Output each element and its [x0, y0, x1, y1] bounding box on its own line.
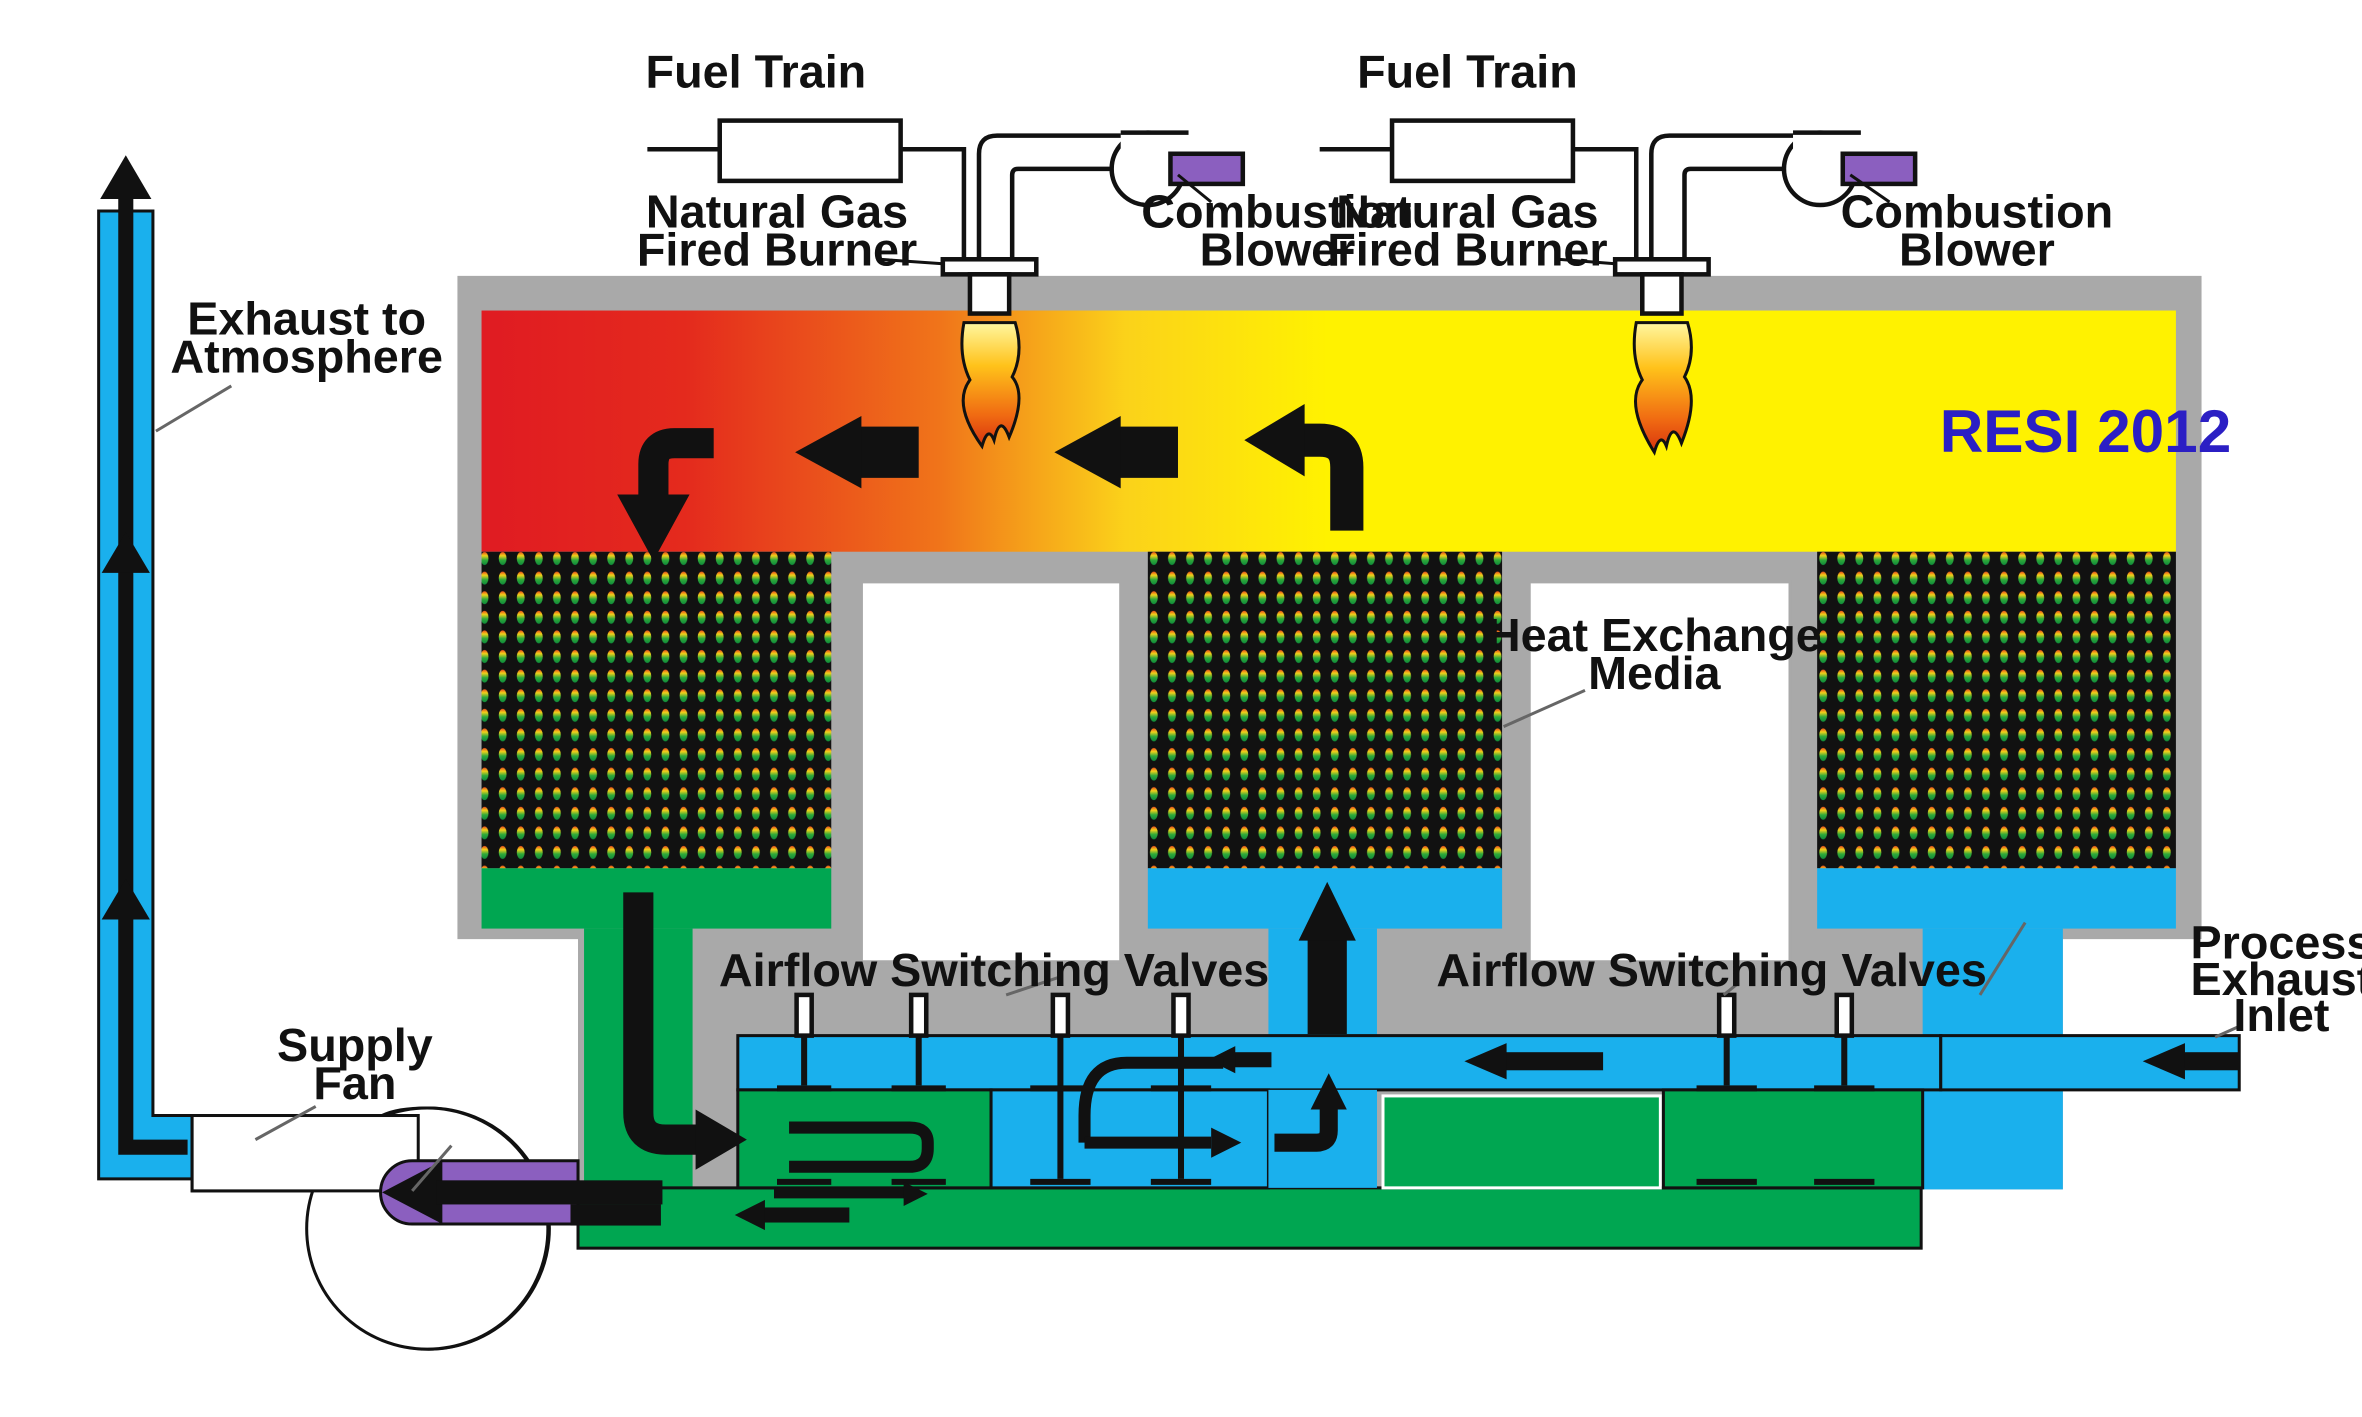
- valves-right-label: Airflow Switching Valves: [1436, 944, 1986, 996]
- burner-right-label-line1: Natural Gas: [1336, 186, 1598, 238]
- exhaust-label-line2: Atmosphere: [170, 330, 443, 382]
- leader-lines: [155, 384, 2243, 1192]
- valve-stem: [908, 992, 929, 1038]
- burner-assembly-right: [1319, 118, 1918, 456]
- flow-arrows: [570, 403, 2240, 1231]
- burner-pipe-left: [976, 133, 1126, 262]
- supply-fan-label-line2: Fan: [313, 1057, 396, 1109]
- arrow-turn-icon: [1244, 403, 1305, 477]
- blower-right-label-line1: Combustion: [1841, 186, 2114, 238]
- arrow-left-icon: [1054, 416, 1121, 489]
- supply-fan-label-line1: Supply: [277, 1019, 433, 1071]
- valve-stem: [1171, 992, 1191, 1038]
- fuel-train-left: [717, 118, 903, 184]
- heat-media-right: [1817, 551, 2176, 869]
- blower-right-label-line2: Blower: [1899, 223, 2055, 275]
- valves-left-label: Airflow Switching Valves: [719, 944, 1269, 996]
- exhaust-stack: [97, 155, 194, 1181]
- exhaust-label-line1: Exhaust to: [187, 293, 426, 345]
- burner-pipe-right: [1649, 133, 1799, 262]
- process-inlet-label-line2: Exhaust: [2191, 953, 2362, 1005]
- valve-stem: [1834, 992, 1855, 1038]
- process-inlet-label-line3: Inlet: [2233, 989, 2329, 1041]
- burner-right-label-line2: Fired Burner: [1327, 223, 1607, 275]
- fuel-train-right-label: Fuel Train: [1357, 45, 1578, 97]
- valve-stem: [1050, 992, 1071, 1038]
- burner-left-label-line1: Natural Gas: [646, 186, 908, 238]
- fuel-train-right: [1389, 118, 1576, 184]
- valve-stem: [794, 992, 814, 1038]
- arrow-left-icon: [795, 416, 862, 489]
- arrow-up-icon: [1298, 881, 1356, 941]
- canister-right: [1817, 551, 2176, 929]
- brand-label: RESI 2012: [1940, 397, 2232, 465]
- canister-middle: [1147, 551, 1503, 929]
- blower-left-label-line1: Combustion: [1141, 186, 1414, 238]
- exhaust-arrow-head-icon: [100, 155, 152, 199]
- labels: Fuel Train Fuel Train Natural Gas Fired …: [170, 45, 2362, 1108]
- heat-media-left: [481, 551, 832, 869]
- flame-right-icon: [1632, 321, 1693, 456]
- valve-stem: [1716, 992, 1737, 1038]
- burner-left-label-line2: Fired Burner: [637, 223, 917, 275]
- exhaust-arrow-mid-icon: [101, 532, 150, 573]
- supply-fan: [190, 1106, 663, 1351]
- process-inlet-label-line1: Process: [2191, 917, 2362, 969]
- heat-media-middle: [1147, 551, 1503, 869]
- blower-left-label-line2: Blower: [1200, 223, 1356, 275]
- flame-left-icon: [960, 321, 1021, 450]
- exhaust-arrow-low-icon: [101, 878, 150, 920]
- canister-left: [481, 551, 832, 929]
- burner-assembly-left: [647, 118, 1246, 450]
- heat-media-label-line1: Heat Exchange: [1487, 609, 1822, 661]
- arrow-down-icon: [617, 494, 690, 561]
- heat-media-label-line2: Media: [1588, 647, 1721, 699]
- valve-discs: [777, 1035, 1875, 1185]
- blower-outlet-right: [1840, 151, 1918, 187]
- fuel-train-left-label: Fuel Train: [646, 45, 867, 97]
